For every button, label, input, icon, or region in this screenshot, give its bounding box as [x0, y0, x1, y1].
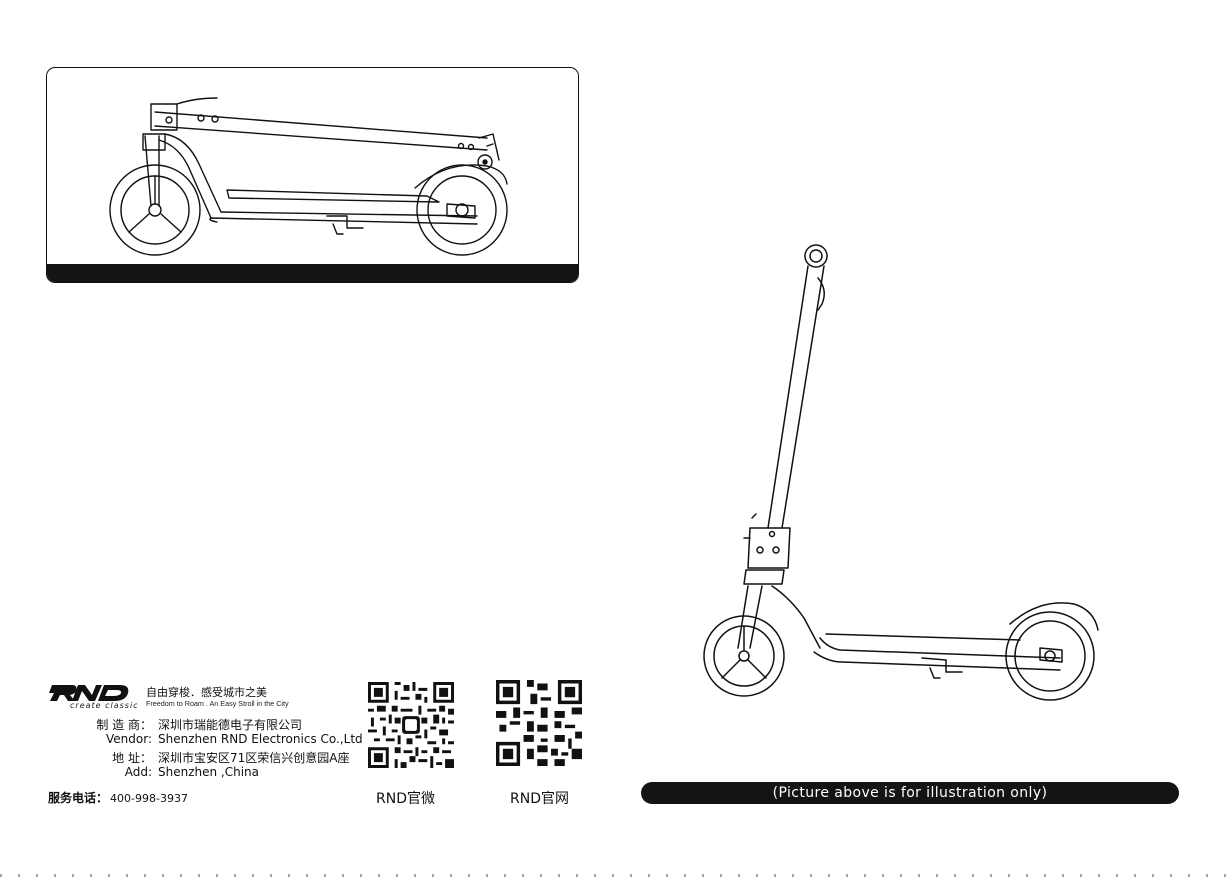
brand-logo-block: create classic	[48, 683, 130, 703]
contact-label: Vendor:	[106, 732, 152, 746]
qr-code-icon	[368, 682, 454, 768]
folded-scooter-illustration	[47, 68, 579, 283]
contact-value: 深圳市瑞能德电子有限公司	[158, 716, 302, 733]
contact-label: Add:	[125, 765, 152, 779]
qr-code-icon	[496, 680, 582, 766]
scooter-illustration	[690, 238, 1110, 708]
brand-tagline: create classic	[70, 701, 139, 710]
folded-scooter-panel	[46, 67, 579, 283]
contact-label: 制 造 商：	[96, 716, 152, 733]
service-hotline: 服务电话：400-998-3937	[48, 789, 188, 806]
folded-panel-footer-bar	[47, 264, 578, 282]
contact-value: Shenzhen RND Electronics Co.,Ltd	[158, 732, 363, 746]
hotline-label: 服务电话：	[48, 791, 108, 805]
qr-label-website: RND官网	[510, 788, 569, 808]
contact-value: Shenzhen ,China	[158, 765, 259, 779]
hotline-number: 400-998-3937	[110, 792, 188, 805]
rnd-logo-icon	[48, 683, 130, 703]
slogan-chinese: 自由穿梭．感受城市之美	[146, 684, 267, 700]
illustration-caption: (Picture above is for illustration only)	[773, 785, 1048, 801]
slogan-english: Freedom to Roam . An Easy Stroll in the …	[146, 699, 289, 708]
contact-label: 地 址：	[112, 749, 152, 766]
qr-label-wechat: RND官微	[376, 788, 435, 808]
contact-value: 深圳市宝安区71区荣信兴创意园A座	[158, 749, 349, 766]
illustration-caption-bar: (Picture above is for illustration only)	[641, 782, 1179, 804]
